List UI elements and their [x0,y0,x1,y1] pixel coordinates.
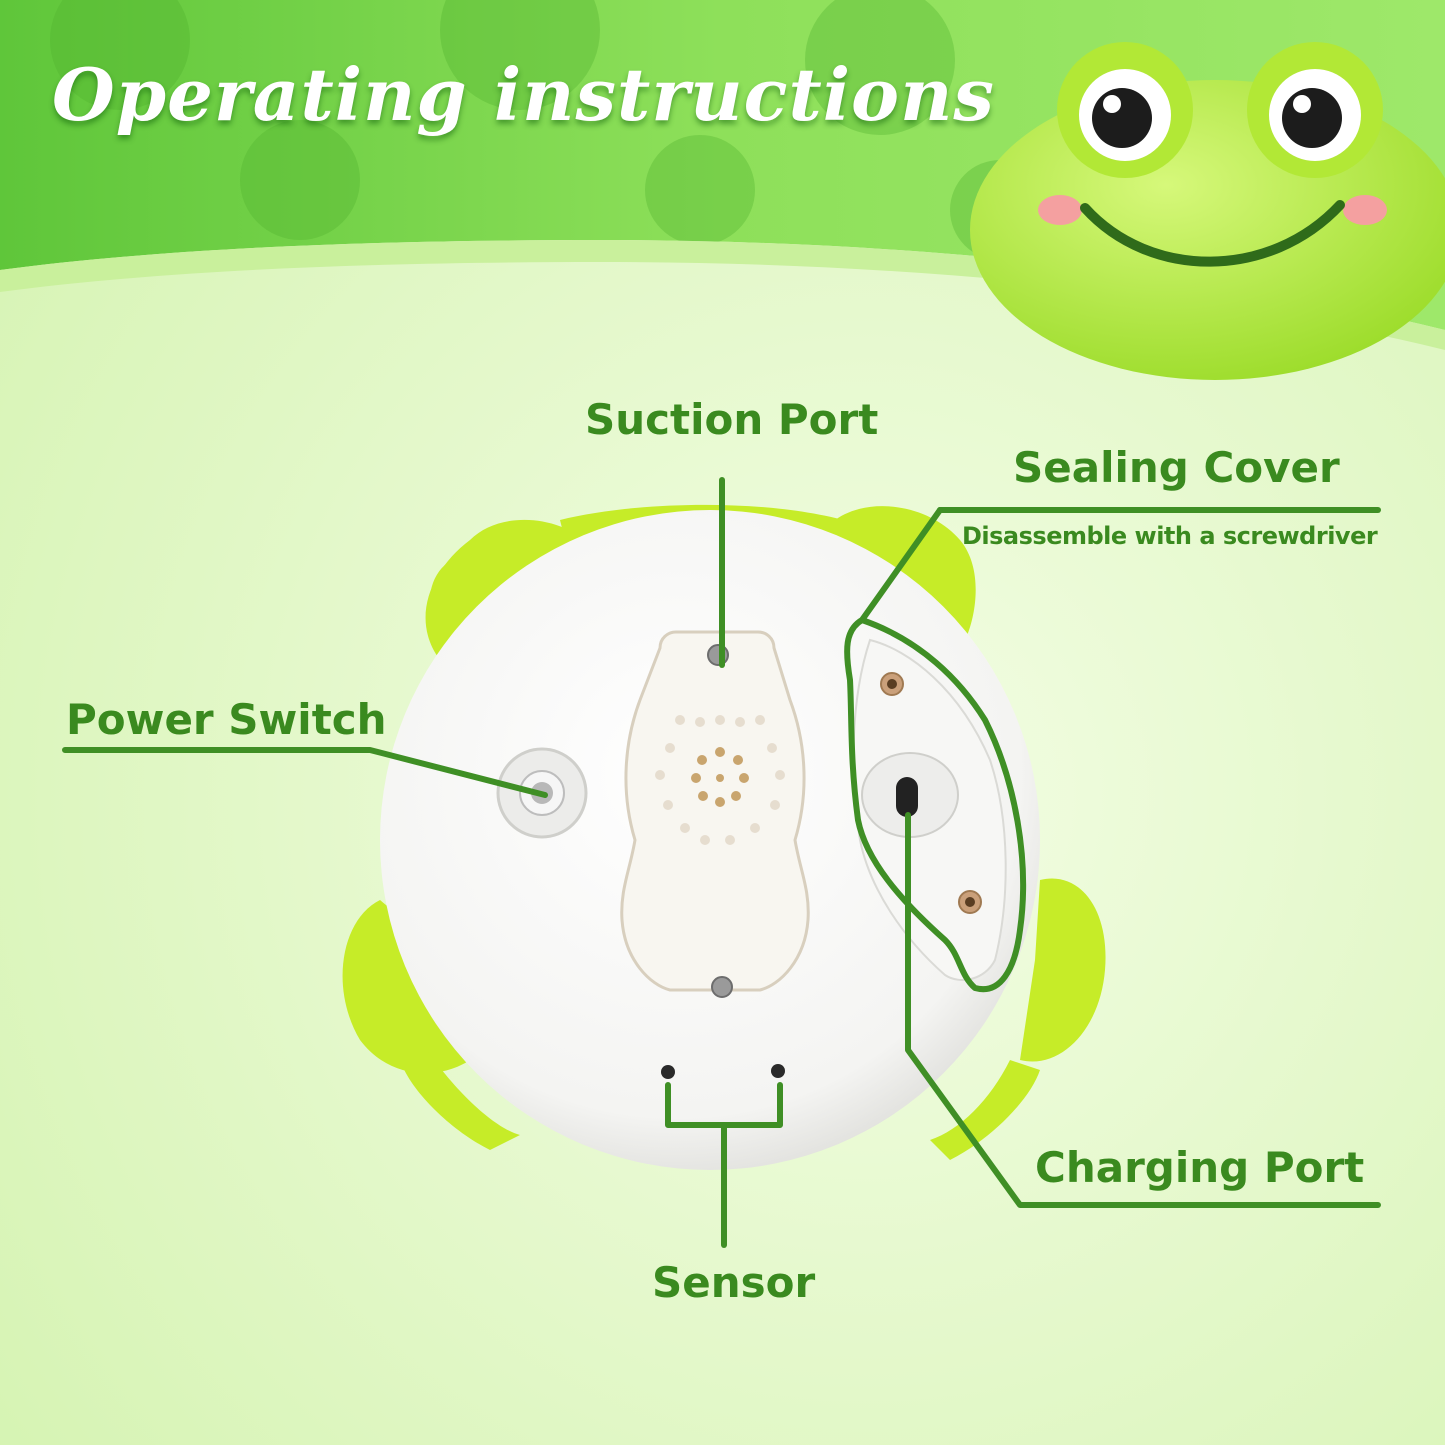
leader-lines [62,477,1381,1248]
suction-plate [620,630,810,992]
bottom-screw [711,976,733,998]
sealing-cover-label: Sealing Cover [1013,443,1340,492]
power-switch-label: Power Switch [66,695,387,744]
suction-holes [655,715,785,845]
page-title: Operating instructions [52,52,995,137]
suction-port-label: Suction Port [585,395,879,444]
sensor-label: Sensor [652,1258,816,1307]
sensor-right [771,1064,785,1078]
charging-port-label: Charging Port [1035,1143,1365,1192]
suction-port-ring [691,747,749,807]
usb-c-port [896,777,918,817]
sealing-cover-note: Disassemble with a screwdriver [962,522,1378,550]
frog-head-image [970,42,1445,380]
sensor-left [661,1065,675,1079]
